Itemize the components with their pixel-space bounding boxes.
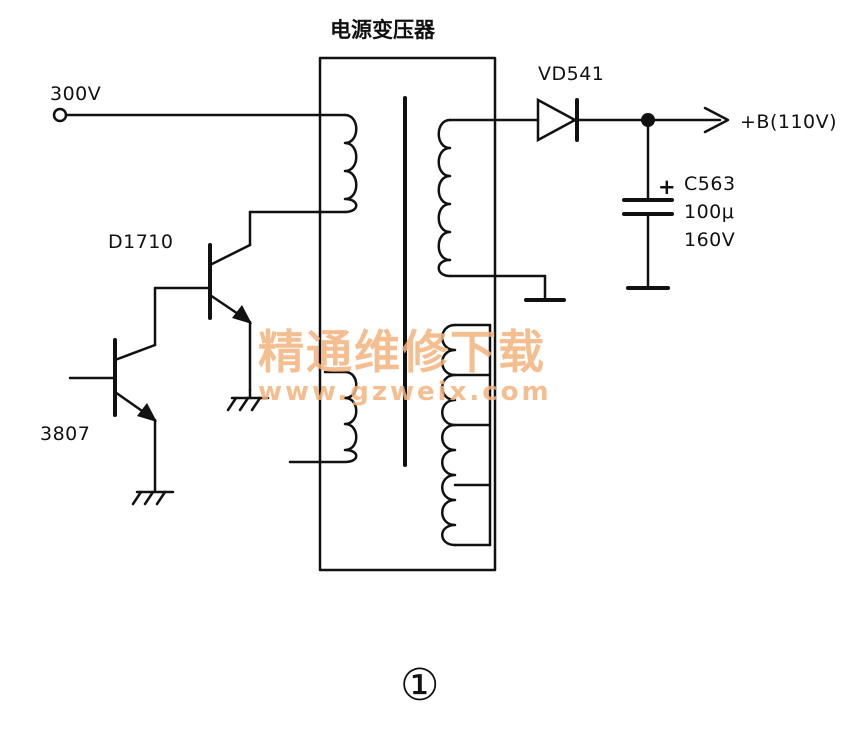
ground-lower-hatch3: [155, 490, 167, 506]
transistor-lower-collector: [113, 343, 157, 362]
cap-voltage-label: 160V: [684, 229, 735, 251]
input-voltage-label: 300V: [50, 83, 101, 105]
diode-body: [536, 97, 578, 143]
secondary-winding-lower: [441, 323, 457, 547]
watermark-cn: 精通维修下载: [258, 325, 546, 379]
figure-number: ①: [400, 660, 439, 711]
diode-label: VD541: [538, 63, 604, 85]
transistor-lower-emitter-arrow: [137, 403, 157, 422]
transformer-box: [318, 56, 497, 572]
input-terminal: [52, 107, 68, 123]
output-arrow: [703, 106, 730, 134]
cap-value-label: 100μ: [684, 201, 734, 223]
primary-winding-upper: [343, 113, 358, 214]
watermark-en: www.gzweix.com: [258, 377, 552, 407]
primary-winding-lower: [288, 370, 358, 464]
transformer-title: 电源变压器: [330, 18, 436, 42]
ground-upper-hatch1: [226, 396, 238, 412]
transistor-lower-label: 3807: [40, 423, 90, 445]
ground-upper-hatch3: [250, 396, 262, 412]
cap-polarity: +: [658, 175, 676, 199]
cap-name-label: C563: [684, 173, 736, 195]
ground-upper-hatch2: [238, 396, 250, 412]
ground-lower-hatch1: [131, 490, 143, 506]
transistor-upper-emitter-arrow: [232, 305, 252, 324]
transistor-upper-label: D1710: [108, 231, 173, 253]
transistor-upper-collector: [208, 243, 252, 267]
ground-lower-hatch2: [143, 490, 155, 506]
secondary-winding-upper: [437, 118, 452, 278]
output-label: +B(110V): [740, 111, 837, 133]
